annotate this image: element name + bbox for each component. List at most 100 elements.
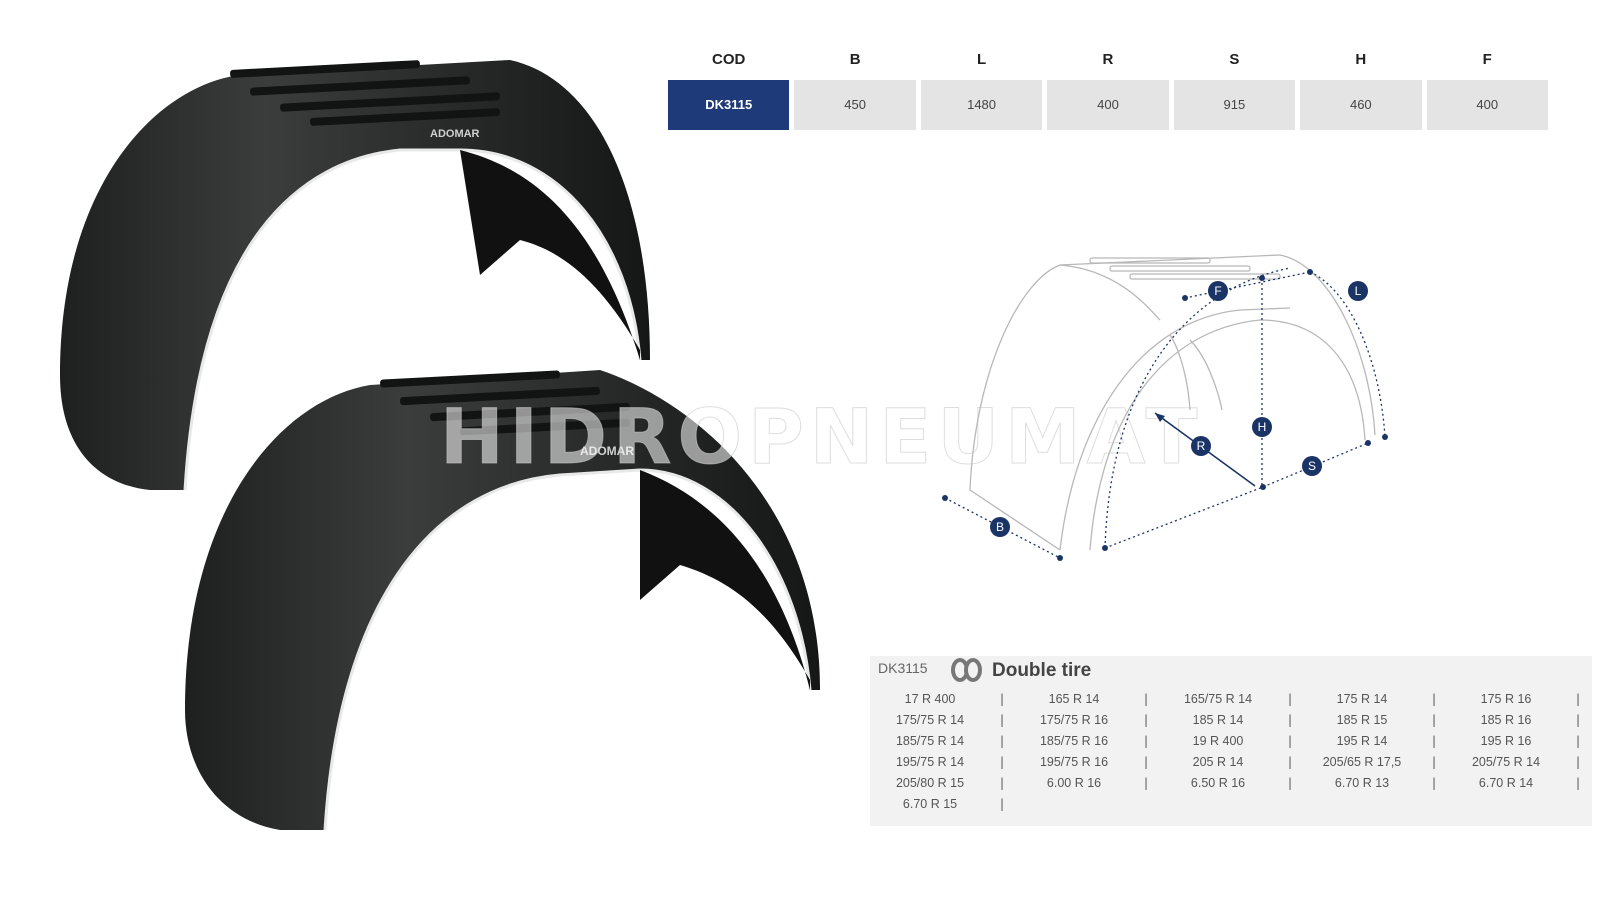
spec-value-cod: DK3115 bbox=[668, 80, 790, 130]
spec-value-l: 1480 bbox=[920, 80, 1043, 130]
fender-top: ADOMAR bbox=[60, 60, 650, 491]
product-photo: ADOMAR ADOMAR bbox=[40, 30, 840, 860]
column-separator: | bbox=[999, 775, 1005, 790]
tire-size-cell: 17 R 400 bbox=[904, 691, 956, 706]
label-b-badge: B bbox=[990, 517, 1010, 537]
tire-size-cell: 6.70 R 14 bbox=[1478, 775, 1534, 790]
tire-row: 175/75 R 14 | 175/75 R 16 | 185 R 14 | 185 R 1… bbox=[870, 709, 1590, 730]
tires-title: Double tire bbox=[992, 660, 1092, 681]
spec-value-h: 460 bbox=[1300, 80, 1422, 130]
tire-row: 185/75 R 14 | 185/75 R 16 | 19 R 400 | 195 R 1… bbox=[870, 730, 1590, 751]
brand-bottom: ADOMAR bbox=[580, 444, 634, 458]
tire-size-cell: 175/75 R 14 bbox=[895, 712, 965, 727]
column-separator: | bbox=[1287, 754, 1293, 769]
fender-outline-diagram: F L R H S B bbox=[942, 254, 1388, 561]
tire-size-cell: 185 R 15 bbox=[1336, 712, 1388, 727]
spec-value-b: 450 bbox=[794, 80, 916, 130]
spec-header-row: COD B L R S H F bbox=[668, 46, 1548, 74]
tire-size-cell: 165/75 R 14 bbox=[1183, 691, 1253, 706]
column-separator: | bbox=[1287, 775, 1293, 790]
tires-grid: 17 R 400|165 R 14|165/75 R 14|175 R 14|1… bbox=[870, 688, 1590, 814]
spec-table: COD B L R S H F DK3115 450 1480 400 915 … bbox=[668, 46, 1548, 130]
tire-size-cell: 195 R 14 bbox=[1336, 733, 1388, 748]
column-separator: | bbox=[1143, 775, 1149, 790]
watermark: HIDROPNEUMAT bbox=[439, 392, 1204, 482]
column-separator: | bbox=[1143, 754, 1149, 769]
tire-size-cell: 6.70 R 15 bbox=[902, 796, 958, 811]
tire-size-cell: 205/75 R 14 bbox=[1471, 754, 1541, 769]
column-separator: | bbox=[1143, 712, 1149, 727]
column-separator: | bbox=[1431, 691, 1437, 706]
spec-header-f: F bbox=[1482, 51, 1492, 68]
spec-header-h: H bbox=[1355, 51, 1367, 68]
label-s-badge: S bbox=[1302, 456, 1322, 476]
column-separator: | bbox=[999, 796, 1005, 811]
tire-size-cell: 175/75 R 16 bbox=[1039, 712, 1109, 727]
column-separator: | bbox=[1575, 754, 1581, 769]
tire-size-cell: 165 R 14 bbox=[1048, 691, 1100, 706]
column-separator: | bbox=[1287, 691, 1293, 706]
tire-size-cell: 205 R 14 bbox=[1192, 754, 1244, 769]
label-s: S bbox=[1308, 459, 1316, 473]
tire-size-cell: 19 R 400 bbox=[1192, 733, 1244, 748]
column-separator: | bbox=[1143, 733, 1149, 748]
column-separator: | bbox=[1575, 712, 1581, 727]
column-separator: | bbox=[1143, 691, 1149, 706]
label-l: L bbox=[1355, 284, 1362, 298]
tire-size-cell: 6.70 R 13 bbox=[1334, 775, 1390, 790]
tire-size-cell: 195/75 R 16 bbox=[1039, 754, 1109, 769]
tire-size-cell: 205/65 R 17,5 bbox=[1322, 754, 1402, 769]
column-separator: | bbox=[999, 733, 1005, 748]
column-separator: | bbox=[999, 691, 1005, 706]
tire-size-cell: 185 R 14 bbox=[1192, 712, 1244, 727]
label-r-badge: R bbox=[1191, 436, 1211, 456]
tire-size-cell: 205/80 R 15 bbox=[895, 775, 965, 790]
tire-size-cell: 6.00 R 16 bbox=[1046, 775, 1102, 790]
column-separator: | bbox=[1431, 733, 1437, 748]
tire-size-cell: 6.50 R 16 bbox=[1190, 775, 1246, 790]
tire-size-cell: 195/75 R 14 bbox=[895, 754, 965, 769]
spec-header-l: L bbox=[976, 51, 987, 68]
tire-size-cell: 185/75 R 16 bbox=[1039, 733, 1109, 748]
tire-size-cell: 175 R 14 bbox=[1336, 691, 1388, 706]
label-f: F bbox=[1214, 284, 1221, 298]
column-separator: | bbox=[1575, 691, 1581, 706]
tire-size-cell: 185/75 R 14 bbox=[895, 733, 965, 748]
tire-size-cell: 195 R 16 bbox=[1480, 733, 1532, 748]
tire-size-cell: 185 R 16 bbox=[1480, 712, 1532, 727]
tire-row: 6.70 R 15 | bbox=[870, 793, 1590, 814]
spec-value-row: DK3115 450 1480 400 915 460 400 bbox=[668, 80, 1548, 130]
column-separator: | bbox=[1287, 733, 1293, 748]
label-h: H bbox=[1258, 420, 1267, 434]
label-b: B bbox=[996, 520, 1004, 534]
spec-value-f: 400 bbox=[1426, 80, 1548, 130]
tire-compatibility-table: DK3115 Double tire 17 R 400 | 165 R 14 | 165… bbox=[870, 656, 1592, 826]
spec-header-b: B bbox=[849, 51, 861, 68]
double-tire-icon bbox=[951, 658, 982, 682]
tire-row: 17 R 400 | 165 R 14 | 165/75 R 14 | 175 R 14 | 1… bbox=[870, 688, 1590, 709]
label-h-badge: H bbox=[1252, 417, 1272, 437]
column-separator: | bbox=[1431, 775, 1437, 790]
column-separator: | bbox=[999, 712, 1005, 727]
spec-header-cod: COD bbox=[712, 51, 746, 68]
fender-bottom: ADOMAR bbox=[185, 370, 820, 831]
spec-value-r: 400 bbox=[1047, 80, 1169, 130]
label-r: R bbox=[1197, 439, 1206, 453]
tires-product-code: DK3115 bbox=[878, 660, 928, 676]
spec-header-r: R bbox=[1102, 51, 1114, 68]
label-f-badge: F bbox=[1208, 281, 1228, 301]
dimension-diagram: F L R H S B bbox=[942, 250, 1420, 580]
column-separator: | bbox=[999, 754, 1005, 769]
label-l-badge: L bbox=[1348, 281, 1368, 301]
tire-row: 195/75 R 14 | 195/75 R 16 | 205 R 14 | 205/65 … bbox=[870, 751, 1590, 772]
brand-top: ADOMAR bbox=[430, 128, 480, 140]
column-separator: | bbox=[1575, 733, 1581, 748]
tire-size-cell: 175 R 16 bbox=[1480, 691, 1532, 706]
column-separator: | bbox=[1287, 712, 1293, 727]
spec-header-s: S bbox=[1229, 51, 1240, 68]
fender-photo-illustration: ADOMAR ADOMAR bbox=[60, 60, 820, 831]
column-separator: | bbox=[1431, 754, 1437, 769]
tire-row: 205/80 R 15 | 6.00 R 16 | 6.50 R 16 | 6.70 R 1… bbox=[870, 772, 1590, 793]
column-separator: | bbox=[1575, 775, 1581, 790]
column-separator: | bbox=[1431, 712, 1437, 727]
